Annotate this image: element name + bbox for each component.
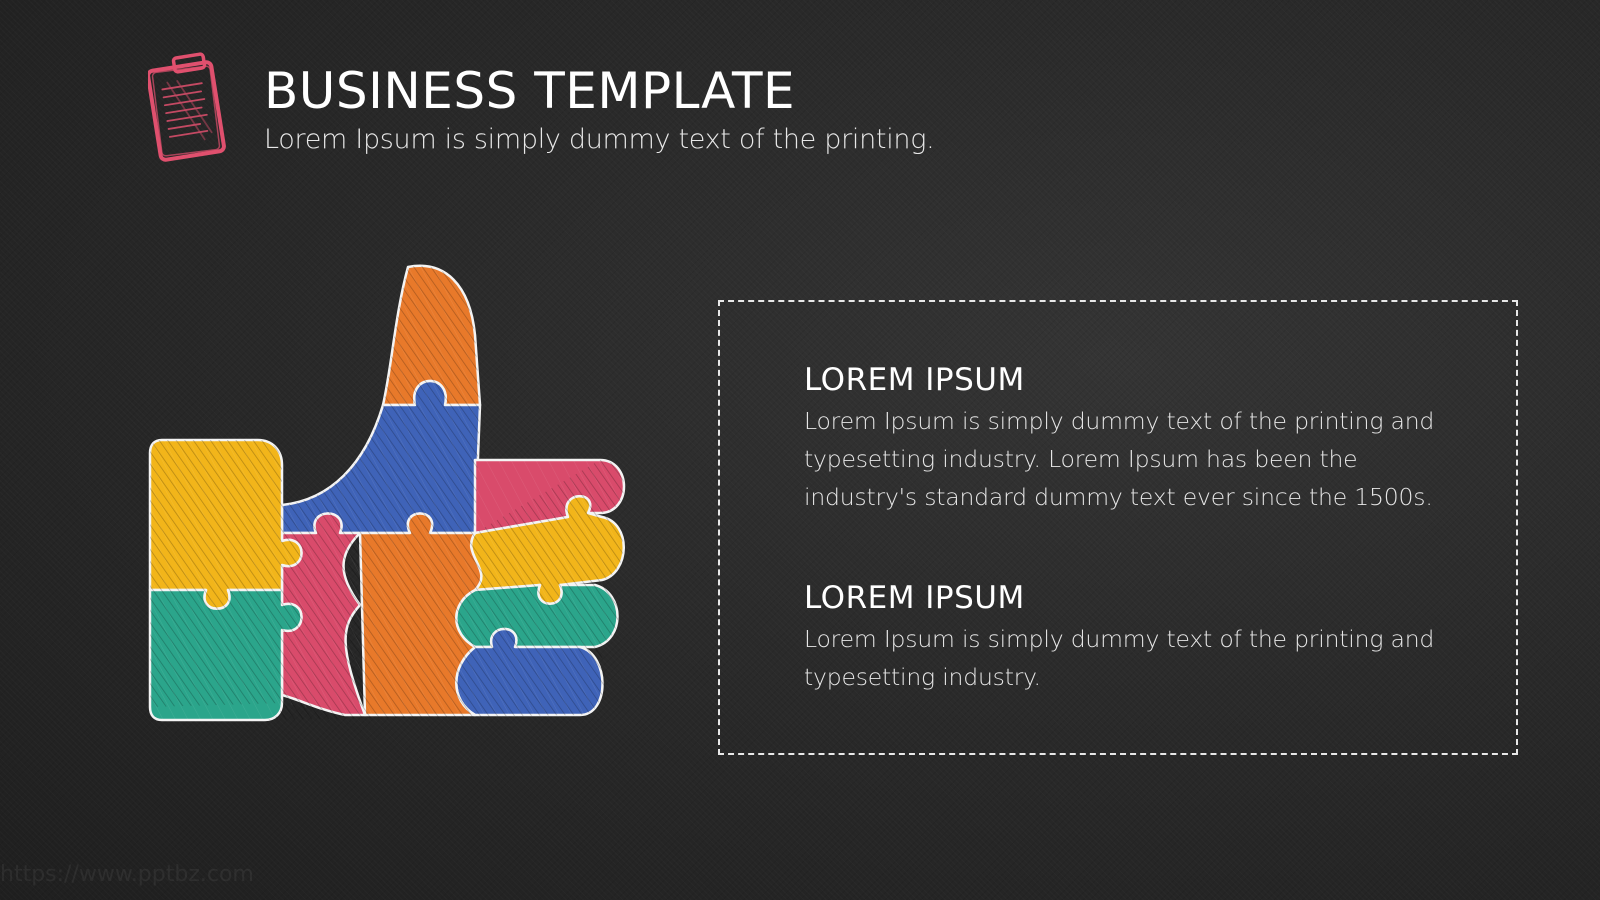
thumbs-up-puzzle-illustration [148,264,626,722]
section-body-2: Lorem Ipsum is simply dummy text of the … [804,625,1435,691]
text-panel: LOREM IPSUM Lorem Ipsum is simply dummy … [718,300,1518,755]
watermark: https://www.pptbz.com [0,862,254,887]
puzzle-piece-teal-finger [455,583,619,649]
section-heading-1: LOREM IPSUM [804,362,1025,398]
puzzle-piece-teal-cuff [148,588,303,722]
puzzle-piece-blue [280,379,482,535]
section-body-1: Lorem Ipsum is simply dummy text of the … [804,407,1435,511]
section-heading-2: LOREM IPSUM [804,580,1025,616]
page-subtitle: Lorem Ipsum is simply dummy text of the … [264,124,935,155]
page-title: BUSINESS TEMPLATE [264,62,796,120]
clipboard-icon [148,52,226,162]
puzzle-piece-yellow-cuff [148,438,303,610]
